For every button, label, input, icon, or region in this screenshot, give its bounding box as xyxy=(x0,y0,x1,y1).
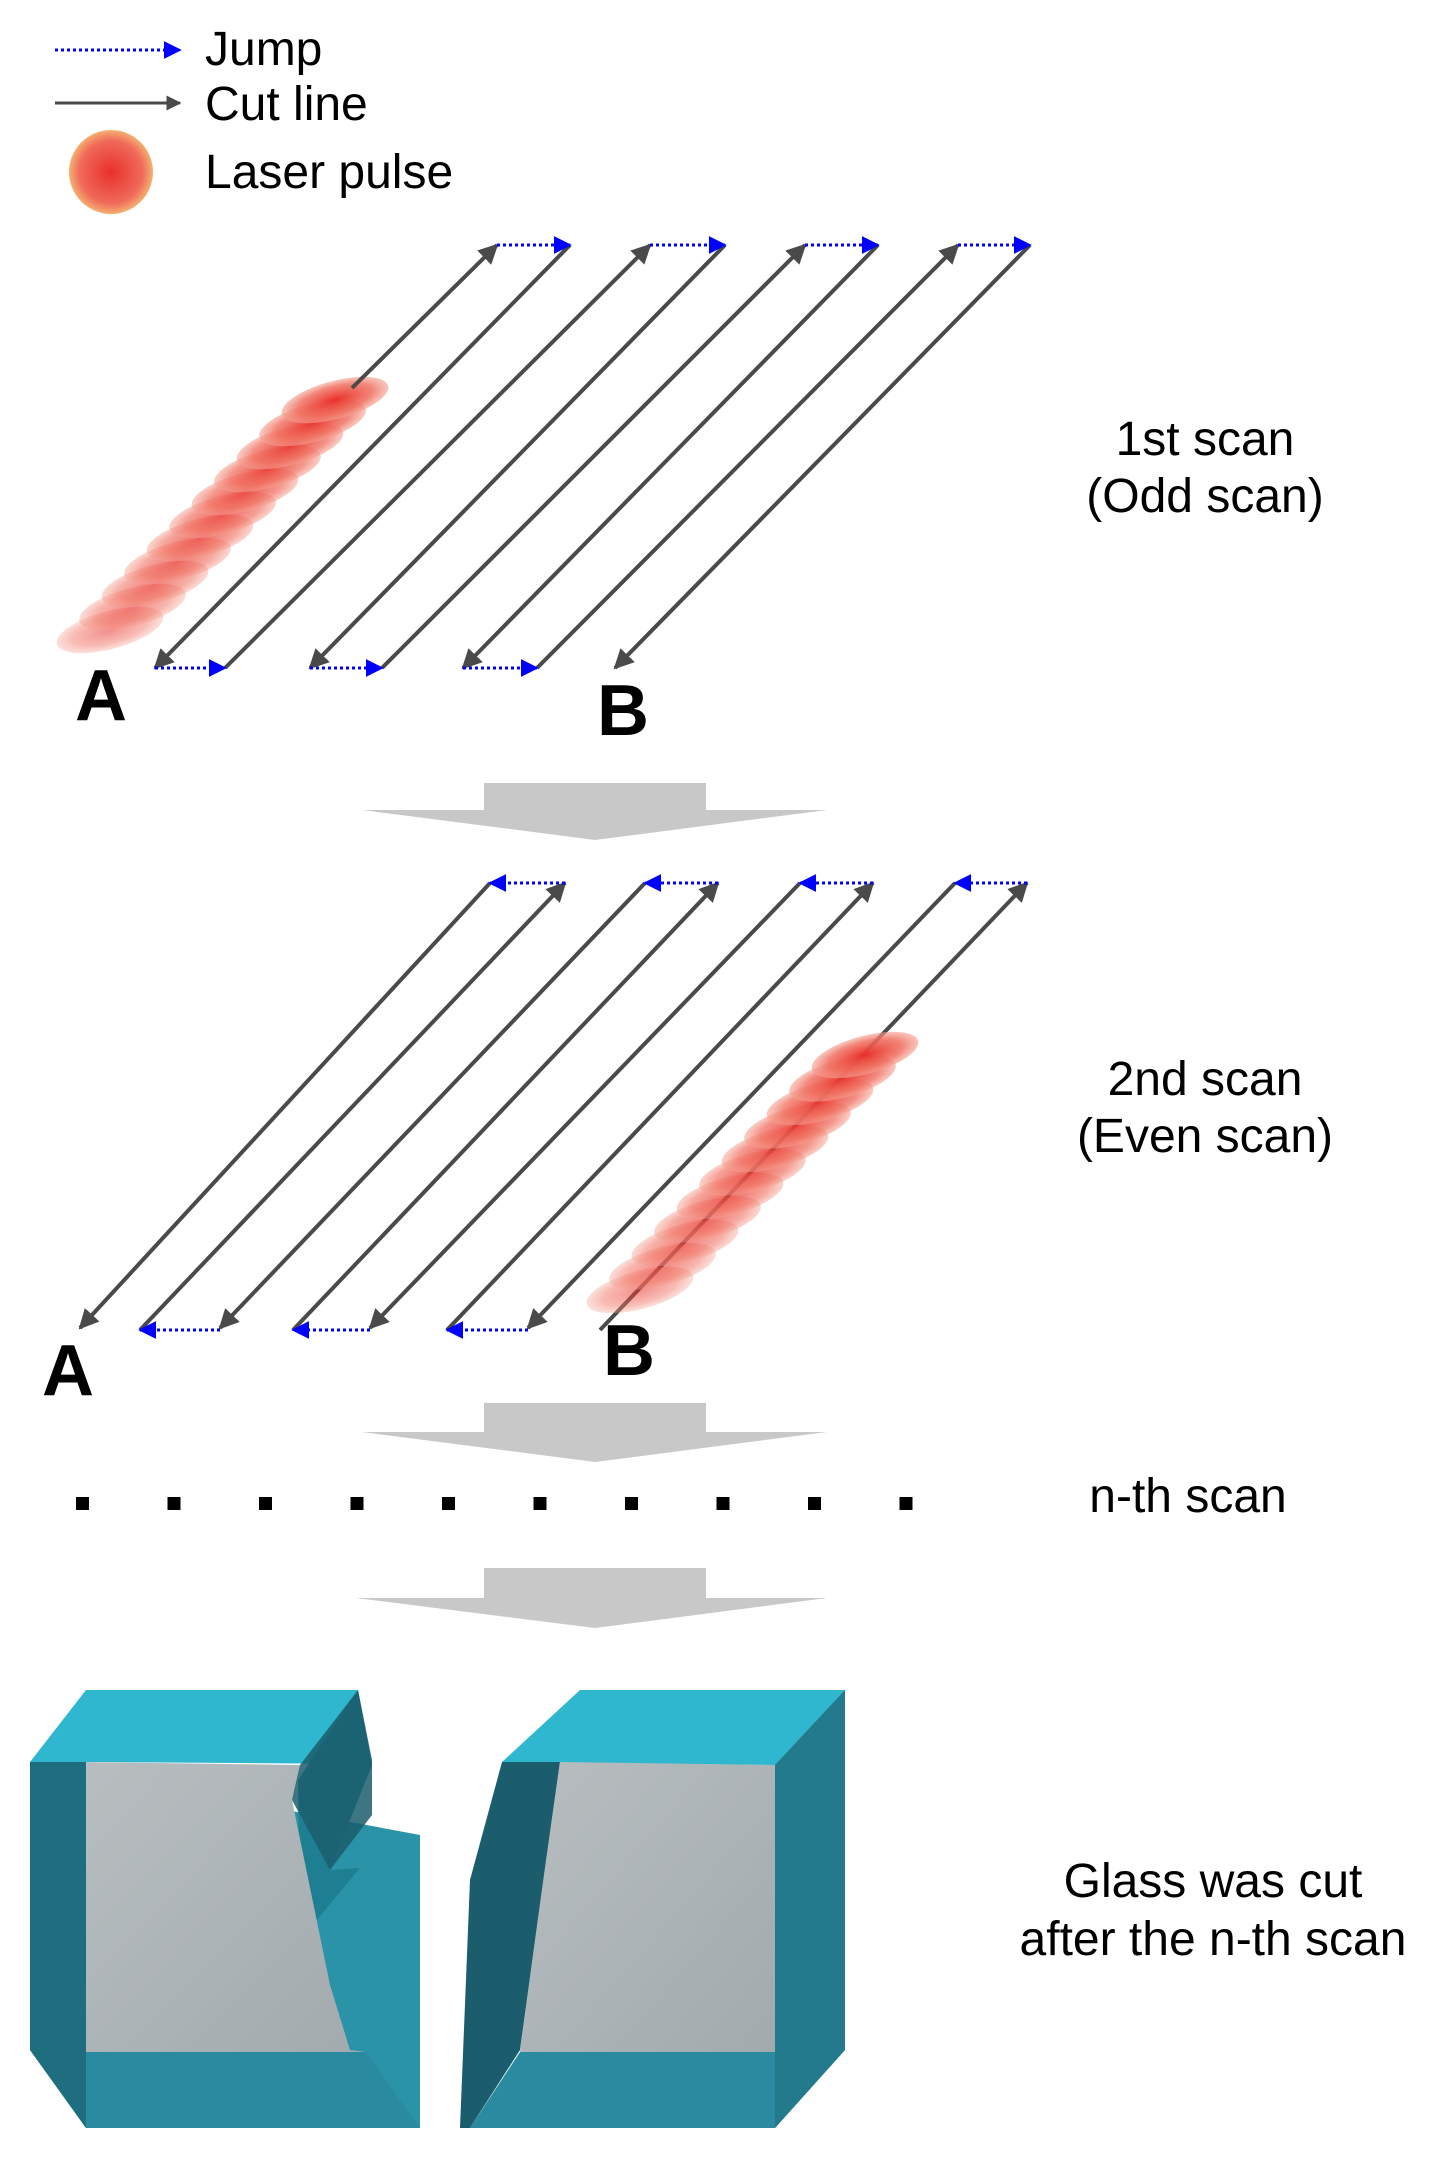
scan-2-cut-down-2 xyxy=(218,881,647,1330)
scan-2-cut-up-1 xyxy=(138,881,567,1332)
laser-pulse-legend-label: Laser pulse xyxy=(205,146,453,199)
laser-pulse-trail-1 xyxy=(56,376,389,654)
nth-scan-dot-3 xyxy=(259,1497,272,1510)
scan-1-diagram: A B 1st scan (Odd scan) xyxy=(56,236,1324,751)
scan-2-jumps xyxy=(138,874,1027,1339)
scan-1-point-a: A xyxy=(75,656,127,736)
nth-scan-dot-4 xyxy=(350,1497,364,1510)
scan-1-cut-lines xyxy=(153,243,1032,670)
scan-2-cut-down-4 xyxy=(526,881,957,1330)
scan-1-jumps xyxy=(155,236,1032,677)
nth-scan-dot-2 xyxy=(167,1497,181,1510)
scan-2-point-a: A xyxy=(42,1331,94,1411)
scan-1-cut-up-3 xyxy=(380,243,807,670)
scan-2-label-line2: (Even scan) xyxy=(1077,1110,1333,1163)
scan-1-cut-down-4 xyxy=(613,243,1032,670)
nth-scan-dot-10 xyxy=(899,1497,913,1510)
nth-scan-label: n-th scan xyxy=(1089,1470,1286,1523)
nth-scan-dot-9 xyxy=(808,1497,821,1510)
scan-1-point-b: B xyxy=(597,671,649,751)
cut-glass-left-piece xyxy=(30,1690,420,2128)
scan-1-cut-up-1 xyxy=(350,243,499,390)
nth-scan-dot-6 xyxy=(533,1497,547,1510)
flow-arrow-1 xyxy=(362,783,827,840)
cut-glass-right-piece xyxy=(460,1690,845,2128)
flow-arrow-3 xyxy=(356,1568,827,1628)
scan-2-cut-down-3 xyxy=(368,881,802,1330)
cut-line-legend-label: Cut line xyxy=(205,78,368,131)
scan-1-cut-down-1 xyxy=(153,243,572,670)
scan-1-cut-down-2 xyxy=(308,243,727,670)
laser-pulse-1-11 xyxy=(281,376,389,424)
scan-1-cut-up-2 xyxy=(223,243,652,670)
nth-scan-dots xyxy=(76,1497,913,1510)
nth-scan-dot-8 xyxy=(716,1497,730,1510)
scan-2-cut-down-1 xyxy=(78,881,492,1330)
scan-1-label-line1: 1st scan xyxy=(1116,413,1295,466)
laser-pulse-legend-icon xyxy=(69,130,153,214)
nth-scan-dot-5 xyxy=(442,1497,455,1510)
laser-pulse-2-11 xyxy=(811,1031,919,1079)
scan-1-cut-down-3 xyxy=(461,243,880,670)
result-label-line1: Glass was cut xyxy=(1064,1855,1363,1908)
scan-1-cut-up-4 xyxy=(535,243,960,670)
scan-2-diagram: A B 2nd scan (Even scan) xyxy=(42,874,1333,1411)
flow-arrow-2 xyxy=(362,1403,827,1462)
result-label-line2: after the n-th scan xyxy=(1020,1913,1407,1966)
scan-2-cut-up-2 xyxy=(291,881,720,1332)
scan-1-label-line2: (Odd scan) xyxy=(1086,470,1323,523)
nth-scan-dot-7 xyxy=(625,1497,638,1510)
legend: Jump Cut line Laser pulse xyxy=(55,23,453,214)
scan-2-cut-lines xyxy=(78,881,1029,1332)
scan-2-cut-up-3 xyxy=(445,881,875,1332)
scan-2-point-b: B xyxy=(603,1311,655,1391)
scan-2-label-line1: 2nd scan xyxy=(1108,1053,1303,1106)
laser-pulse-trail-2 xyxy=(586,1031,919,1314)
jump-legend-label: Jump xyxy=(205,23,322,76)
nth-scan-dot-1 xyxy=(76,1497,89,1510)
